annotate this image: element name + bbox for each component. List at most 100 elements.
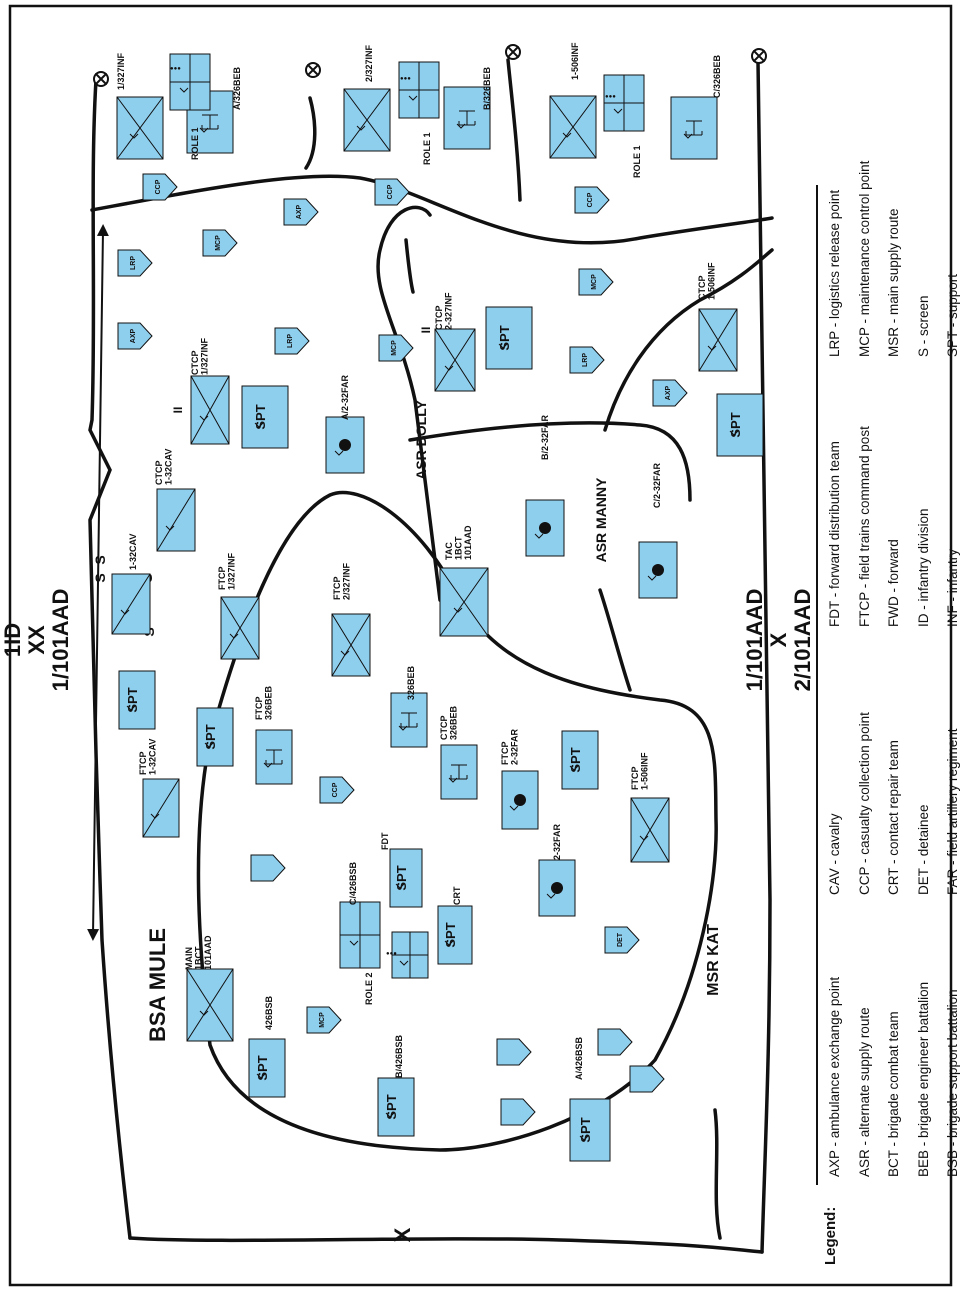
spt-text: SPT bbox=[255, 1055, 270, 1080]
route-tail bbox=[404, 238, 415, 294]
unit-label: B/426BSB bbox=[394, 1034, 404, 1078]
unit-label: B/2-32FAR bbox=[540, 414, 550, 460]
legend-entry: FAR - field artillery regiment bbox=[945, 728, 960, 895]
legend-column-3: FDT - forward distribution team FTCP - f… bbox=[820, 426, 961, 627]
legend-entry: BCT - brigade combat team bbox=[886, 1011, 901, 1177]
unit-label: 1-32CAV bbox=[163, 449, 173, 485]
spt-text: SPT bbox=[578, 1117, 593, 1142]
unit-c-2-32far bbox=[638, 541, 678, 599]
role2-label: ROLE 2 bbox=[364, 972, 374, 1005]
axp-icon: AXP bbox=[283, 198, 319, 226]
lrp-icon: LRP bbox=[569, 346, 605, 374]
screen-mark: S bbox=[92, 573, 108, 582]
lrp-icon: LRP bbox=[274, 327, 310, 355]
unit-label: FTCP bbox=[630, 767, 640, 791]
fwd-spt-bsa: SPT bbox=[118, 670, 156, 730]
bsa-perimeter bbox=[196, 490, 718, 1152]
legend-entry: CAV - cavalry bbox=[827, 813, 842, 895]
echelon-top-2: XX bbox=[24, 625, 49, 655]
echelon-bottom-3: 2/101AAD bbox=[790, 589, 815, 692]
legend-entry: ID - infantry division bbox=[915, 508, 931, 627]
flag-text: AXP bbox=[296, 204, 303, 219]
echelon-top-3: 1/101AAD bbox=[48, 589, 73, 692]
legend-entry: FDT - forward distribution team bbox=[827, 441, 842, 627]
flag-text: CCP bbox=[587, 192, 594, 207]
legend-entry: BEB - brigade engineer battalion bbox=[915, 981, 931, 1177]
unit-label: A/2-32FAR bbox=[340, 374, 350, 420]
legend-entry: LRP - logistics release point bbox=[827, 189, 842, 357]
asr-dolly-label: ASR DOLLY bbox=[413, 400, 429, 480]
flag-text: MCP bbox=[391, 340, 398, 356]
legend-entry: AXP - ambulance exchange point bbox=[827, 976, 842, 1177]
flag-text: MCP bbox=[215, 235, 222, 251]
unit-426bsb: SPT bbox=[248, 1038, 286, 1098]
unit-label: 2-327INF bbox=[443, 292, 453, 330]
supply-point-icon bbox=[597, 1028, 633, 1056]
crt-unit: SPT bbox=[437, 905, 473, 965]
unit-label: 1-506INF bbox=[639, 752, 649, 790]
contact-point-icon bbox=[305, 62, 321, 78]
map-lines bbox=[87, 44, 774, 1254]
legend-entry: SPT - support bbox=[945, 273, 960, 357]
brigade-boundary-bottom bbox=[128, 1236, 764, 1254]
unit-label: 2-32FAR bbox=[552, 823, 562, 860]
spt-text: SPT bbox=[497, 325, 512, 350]
ctcp-326beb bbox=[440, 744, 478, 800]
boundary-symbol: X bbox=[390, 1227, 415, 1242]
unit-label: 326BEB bbox=[406, 665, 416, 700]
unit-label: C/2-32FAR bbox=[652, 462, 662, 508]
tac-1bct bbox=[439, 567, 489, 637]
flag-text: LRP bbox=[582, 353, 589, 367]
fwd-spt-far: SPT bbox=[561, 730, 599, 790]
asr-manny-route bbox=[598, 588, 632, 692]
unit-label: FTCP bbox=[500, 742, 510, 766]
unit-1-32cav bbox=[111, 573, 151, 635]
contact-point-icon bbox=[93, 71, 109, 87]
unit-label: CTCP bbox=[439, 716, 449, 741]
spt-text: SPT bbox=[728, 412, 743, 437]
unit-326beb bbox=[390, 692, 428, 748]
mcp-icon: MCP bbox=[378, 334, 414, 362]
role1-label: ROLE 1 bbox=[632, 145, 642, 178]
unit-label: A/426BSB bbox=[574, 1036, 584, 1080]
ctcp-1-327inf bbox=[190, 375, 230, 445]
axp-icon: AXP bbox=[652, 379, 688, 407]
det-icon: DET bbox=[604, 926, 640, 954]
unit-label: ●●● bbox=[170, 66, 181, 72]
brigade-boundary-right bbox=[756, 60, 772, 1254]
supply-point-icon bbox=[250, 854, 286, 882]
unit-label: 2/327INF bbox=[341, 562, 351, 600]
main-cp bbox=[186, 968, 234, 1042]
flag-text: CCP bbox=[155, 179, 162, 194]
legend-entry: DET - detainee bbox=[915, 804, 931, 895]
asr-manny-label: ASR MANNY bbox=[593, 477, 609, 562]
unit-label: 1/327INF bbox=[199, 337, 209, 375]
flag-text: LRP bbox=[130, 256, 137, 270]
bsa-mule-label: BSA MULE bbox=[145, 928, 170, 1042]
spt-text: SPT bbox=[253, 404, 268, 429]
legend-entry: INF - infantry bbox=[945, 548, 960, 627]
fwd-spt-cav: SPT bbox=[196, 707, 234, 767]
ftcp-1-327inf bbox=[220, 596, 260, 660]
legend-entry: BSB - brigade support battalion bbox=[945, 989, 960, 1177]
ctcp-1-506inf bbox=[698, 308, 738, 372]
unit-label: CTCP bbox=[154, 461, 164, 486]
unit-label: 1-506INF bbox=[570, 42, 580, 80]
legend-entry: CRT - contact repair team bbox=[886, 740, 901, 895]
role2-aid bbox=[391, 931, 429, 979]
echelon-bar: II bbox=[419, 327, 433, 334]
legend-rule bbox=[816, 185, 818, 1185]
unit-b-326beb bbox=[443, 86, 491, 150]
fwd-spt-2-327: SPT bbox=[485, 306, 533, 370]
unit-label: 1-506INF bbox=[706, 262, 716, 300]
role1-aid-station bbox=[603, 74, 645, 132]
legend-entry: MCP - maintenance control point bbox=[856, 160, 872, 357]
echelon-top-1: 1ID bbox=[0, 623, 25, 657]
unit-label: 1/327INF bbox=[116, 52, 126, 90]
phase-line-top bbox=[90, 174, 774, 245]
flag-text: LRP bbox=[287, 334, 294, 348]
unit-2-327inf bbox=[343, 88, 391, 152]
